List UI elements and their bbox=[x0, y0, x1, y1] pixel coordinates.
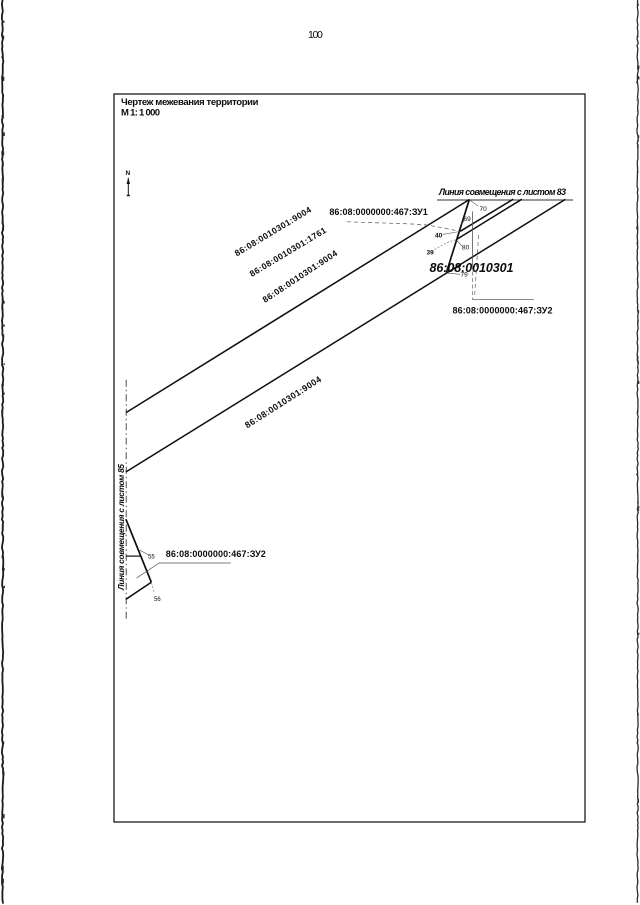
svg-text:56: 56 bbox=[154, 597, 161, 603]
svg-text:100: 100 bbox=[308, 29, 323, 41]
svg-text:86:08:0010301:9004: 86:08:0010301:9004 bbox=[243, 374, 323, 430]
svg-text:40: 40 bbox=[435, 232, 443, 239]
svg-text:86:08:0000000:467:ЗУ2: 86:08:0000000:467:ЗУ2 bbox=[166, 549, 266, 559]
svg-text:55: 55 bbox=[148, 555, 155, 561]
svg-text:N: N bbox=[126, 170, 131, 177]
svg-text:69: 69 bbox=[464, 216, 472, 223]
svg-text:79: 79 bbox=[461, 272, 469, 279]
svg-text:М 1: 1 000: М 1: 1 000 bbox=[121, 108, 160, 119]
svg-text:39: 39 bbox=[427, 249, 435, 256]
svg-text:Линия совмещения с листом 85: Линия совмещения с листом 85 bbox=[117, 464, 126, 591]
svg-text:70: 70 bbox=[480, 206, 488, 213]
svg-text:Линия совмещения с листом 83: Линия совмещения с листом 83 bbox=[438, 187, 566, 197]
svg-text:86:08:0000000:467:ЗУ2: 86:08:0000000:467:ЗУ2 bbox=[453, 306, 553, 316]
svg-text:86:08:0010301:9004: 86:08:0010301:9004 bbox=[233, 204, 313, 258]
svg-text:Чертеж межевания территории: Чертеж межевания территории bbox=[121, 97, 259, 108]
svg-text:86:08:0010301: 86:08:0010301 bbox=[430, 261, 514, 275]
svg-text:80: 80 bbox=[462, 245, 470, 252]
svg-text:86:08:0000000:467:ЗУ1: 86:08:0000000:467:ЗУ1 bbox=[329, 207, 427, 217]
